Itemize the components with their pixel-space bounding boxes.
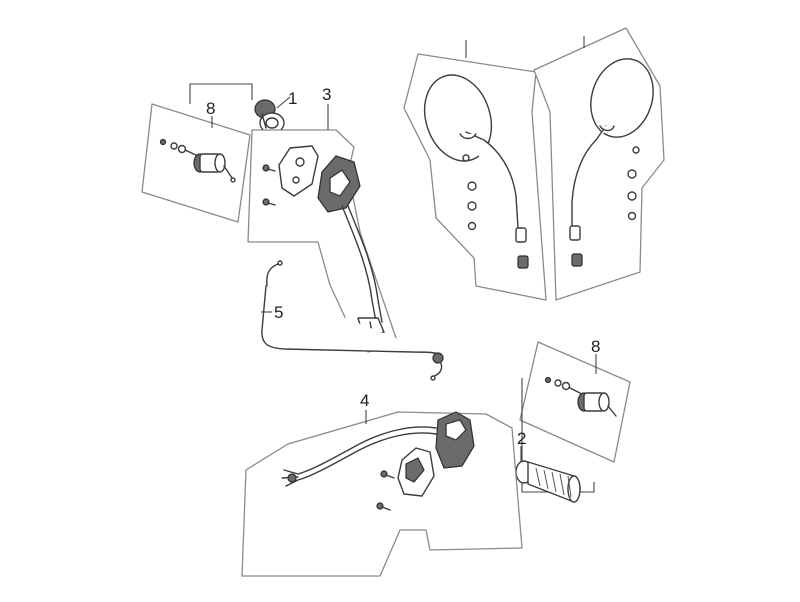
callout-3: 3: [322, 85, 331, 104]
callout-5: 5: [274, 303, 283, 322]
callout-8-top: 8: [206, 99, 215, 118]
callout-labels: 1 2 3 4 5 8 8: [206, 85, 600, 448]
panel-left-switch-lever: [247, 104, 399, 353]
part-1-grip-collar: [254, 96, 291, 134]
panel-bar-end-weight-top: [141, 83, 253, 223]
panel-mirror-left: [403, 40, 547, 301]
panel-right-switch-assembly: [241, 410, 523, 577]
callout-1: 1: [288, 89, 297, 108]
panel-mirror-right: [533, 27, 665, 301]
callout-4: 4: [360, 391, 369, 410]
callout-8-right: 8: [591, 337, 600, 356]
part-5-choke-cable: [261, 260, 444, 381]
panel-bar-end-weight-right: [519, 341, 631, 463]
part-2-hand-grip: [515, 378, 595, 503]
callout-2: 2: [517, 429, 526, 448]
